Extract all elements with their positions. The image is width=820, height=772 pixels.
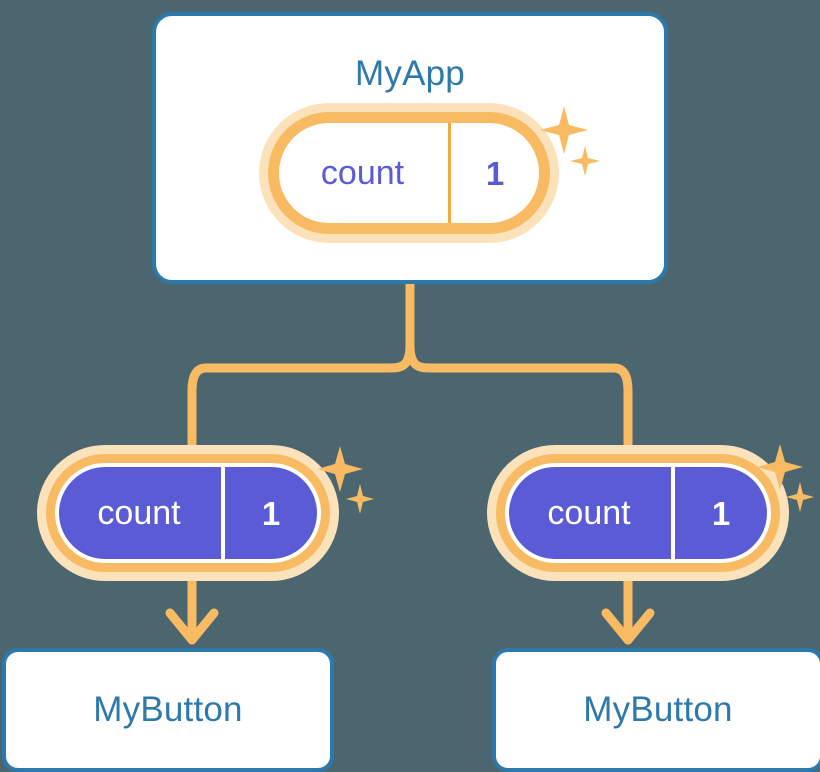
component-card-mybutton-left[interactable]: MyButton [2, 648, 334, 772]
state-value-label: 1 [485, 154, 505, 192]
state-pill-shape: count 1 [496, 454, 780, 572]
state-pill-divider [221, 467, 225, 559]
arrow-down-icon-left [165, 608, 219, 645]
state-pill-divider [448, 123, 451, 223]
branch-line-left [187, 340, 415, 460]
state-key-label: count [97, 494, 181, 532]
component-label: MyButton [93, 690, 243, 729]
state-pill-shape: count 1 [268, 112, 550, 234]
state-value-label: 1 [711, 494, 731, 532]
state-pill-myapp[interactable]: count 1 [268, 112, 550, 234]
state-pill-mybutton-left[interactable]: count 1 [46, 454, 330, 572]
state-pill-shape: count 1 [46, 454, 330, 572]
state-pill-inner: count 1 [59, 467, 317, 559]
arrow-down-icon-right [601, 608, 655, 645]
state-pill-divider [671, 467, 675, 559]
state-pill-inner: count 1 [509, 467, 767, 559]
component-label: MyButton [583, 690, 733, 729]
state-key-label: count [320, 154, 405, 192]
state-value-label: 1 [261, 494, 281, 532]
page-title: MyApp [355, 54, 465, 93]
branch-line-right [405, 340, 633, 460]
state-pill-inner: count 1 [279, 123, 539, 223]
state-key-label: count [547, 494, 631, 532]
state-pill-mybutton-right[interactable]: count 1 [496, 454, 780, 572]
component-card-mybutton-right[interactable]: MyButton [492, 648, 820, 772]
